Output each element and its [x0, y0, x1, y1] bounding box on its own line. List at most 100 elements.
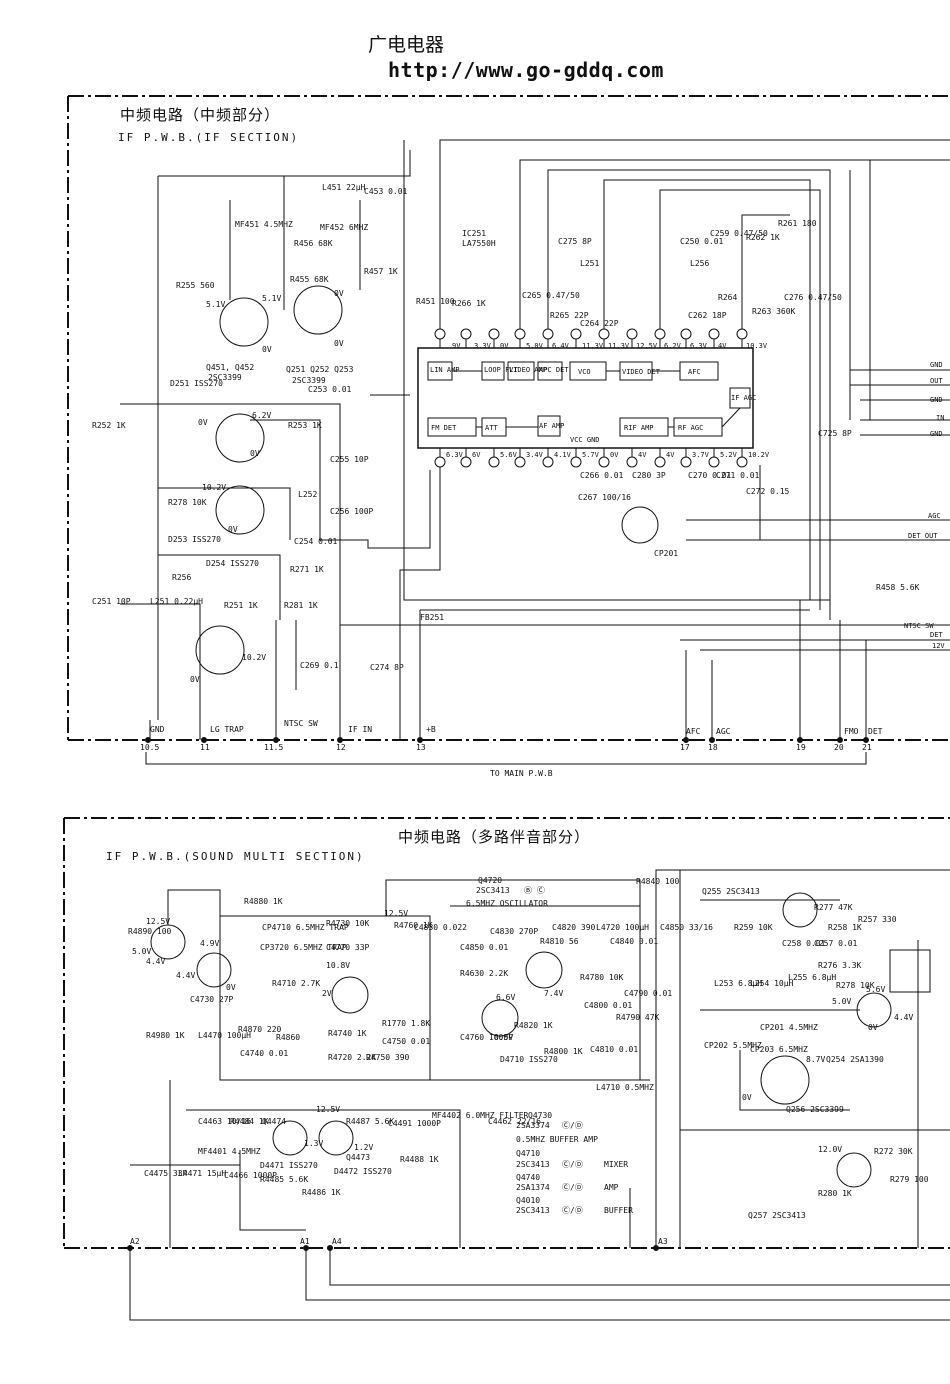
component-label: C4475 33P — [144, 1169, 188, 1178]
ic251-body — [417, 347, 754, 449]
component-label: R455 68K — [290, 275, 329, 284]
component-label: C4790 0.01 — [624, 989, 672, 998]
q4474-symbol — [272, 1120, 308, 1156]
component-label: D251 ISS270 — [170, 379, 223, 388]
ic251-leads — [439, 339, 743, 457]
component-label: C269 0.1 — [300, 661, 339, 670]
q4730-symbol — [481, 999, 519, 1037]
component-label: D4710 ISS270 — [500, 1055, 558, 1064]
component-label: R4486 1K — [302, 1188, 341, 1197]
component-label: L254 10μH — [750, 979, 794, 988]
connector-pin: 18 — [708, 743, 718, 752]
component-label: C267 100/16 — [578, 493, 631, 502]
tr-ref: Q4010 — [516, 1196, 540, 1205]
connector-label: A2 — [130, 1237, 140, 1246]
ic-block: LOOP FLT — [484, 366, 519, 374]
component-label: R4840 100 — [636, 877, 680, 886]
component-label: CP3720 6.5MHZ TRAP — [260, 943, 347, 952]
component-label: C258 0.01 — [782, 939, 826, 948]
site-url[interactable]: http://www.go-gddq.com — [388, 58, 664, 82]
tr-marks: Ⓒ/Ⓓ — [562, 1183, 583, 1192]
component-label: R266 1K — [452, 299, 486, 308]
connector-label: FMO — [844, 727, 859, 736]
component-label: MF4402 6.0MHZ FILTER — [432, 1111, 529, 1120]
component-label: C4760 1000P — [460, 1033, 513, 1042]
component-label: C4800 0.01 — [584, 1001, 632, 1010]
pin-voltage: 3.3V — [474, 342, 492, 350]
component-label: L4710 0.5MHZ — [596, 1083, 654, 1092]
component-label: CP4710 6.5MHZ TRAP — [262, 923, 349, 932]
bottom-left-wiring — [130, 879, 950, 1248]
voltage-label: 5.1V — [262, 294, 281, 303]
bus-label: TO MAIN P.W.B — [490, 769, 553, 778]
component-label: C4730 27P — [190, 995, 234, 1004]
voltage-label: 12.5V — [384, 909, 408, 918]
component-label: R276 3.3K — [818, 961, 862, 970]
ic-block: IF AGC — [731, 394, 756, 402]
component-label: R257 330 — [858, 915, 897, 924]
component-label: R262 1K — [746, 233, 780, 242]
component-label: C4840 0.01 — [610, 937, 658, 946]
connector-pin: 19 — [796, 743, 806, 752]
connector-label: AFC — [686, 727, 701, 736]
component-label: MF452 6MHZ — [320, 223, 368, 232]
component-label: R253 1K — [288, 421, 322, 430]
q451-symbol — [219, 297, 269, 347]
connector-label: LG TRAP — [210, 725, 244, 734]
component-label: C253 0.01 — [308, 385, 352, 394]
component-label: C256 100P — [330, 507, 374, 516]
ic-block: VIDEO AMP — [509, 366, 547, 374]
q257-symbol — [836, 1152, 872, 1188]
component-label: R4488 1K — [400, 1155, 439, 1164]
voltage-label: 0V — [190, 675, 200, 684]
q4740-symbol — [196, 952, 232, 988]
component-label: Q4474 — [262, 1117, 286, 1126]
component-label: Q4473 — [346, 1153, 370, 1162]
pin-voltage: 4V — [666, 451, 675, 459]
right-label: DET OUT — [908, 532, 938, 540]
component-label: C725 8P — [818, 429, 852, 438]
voltage-label: 5.6V — [866, 985, 885, 994]
tr-marks: Ⓒ/Ⓓ — [562, 1121, 583, 1130]
pin-voltage: 4.1V — [554, 451, 572, 459]
component-label: R4890 100 — [128, 927, 172, 936]
component-label: D4472 ISS270 — [334, 1167, 392, 1176]
component-label: C4820 390 — [552, 923, 596, 932]
voltage-label: 0V — [262, 345, 272, 354]
q253-symbol — [195, 625, 245, 675]
component-label: C264 22P — [580, 319, 619, 328]
pin-voltage: 6V — [472, 451, 481, 459]
component-label: C257 0.01 — [814, 939, 858, 948]
voltage-label: 2V — [322, 989, 332, 998]
component-label: R263 360K — [752, 307, 796, 316]
component-label: R4484 1K — [230, 1117, 269, 1126]
component-label: Q255 2SC3413 — [702, 887, 760, 896]
component-label: R280 1K — [818, 1189, 852, 1198]
component-label: R4880 1K — [244, 897, 283, 906]
voltage-label: 1.2V — [354, 1143, 373, 1152]
ic-block: RIF AMP — [624, 424, 654, 432]
component-label: R252 1K — [92, 421, 126, 430]
q452-symbol — [293, 285, 343, 335]
pin-voltage: 11.3V — [582, 342, 604, 350]
component-label: C276 0.47/50 — [784, 293, 842, 302]
connector-label: +B — [426, 725, 436, 734]
component-label: C4740 0.01 — [240, 1049, 288, 1058]
bottom-bus — [129, 869, 950, 1321]
voltage-label: 0V — [250, 449, 260, 458]
ic251-pins-top — [434, 328, 748, 340]
component-label: R4487 5.6K — [346, 1117, 394, 1126]
pin-voltage: 6.3V — [690, 342, 708, 350]
osc-ref: Q4720 — [478, 876, 502, 885]
voltage-label: 5.0V — [132, 947, 151, 956]
voltage-label: 0V — [334, 339, 344, 348]
connector-label: A1 — [300, 1237, 310, 1246]
voltage-label: 12.0V — [818, 1145, 842, 1154]
right-label: OUT — [930, 377, 943, 385]
component-label: R255 560 — [176, 281, 215, 290]
component-label: C4770 33P — [326, 943, 370, 952]
right-label: AGC — [928, 512, 941, 520]
component-label: Q257 2SC3413 — [748, 1211, 806, 1220]
component-label: C250 0.01 — [680, 237, 724, 246]
